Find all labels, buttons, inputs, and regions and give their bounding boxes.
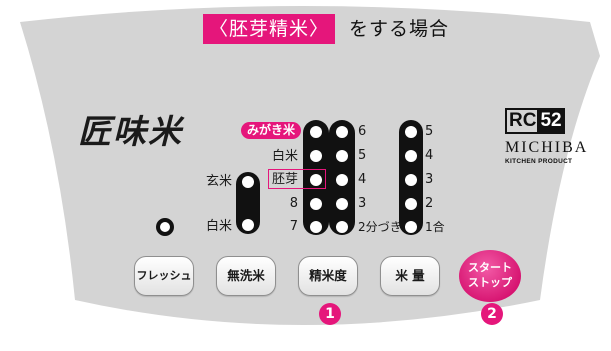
indicator-led bbox=[336, 221, 348, 233]
stop-label: ストップ bbox=[468, 276, 512, 289]
start-label: スタート bbox=[468, 261, 512, 274]
indicator-led bbox=[405, 174, 417, 186]
level-label: 8 bbox=[289, 196, 298, 211]
label-genmai: 玄米 bbox=[206, 174, 233, 189]
indicator-led bbox=[336, 126, 348, 138]
level-label: 2 bbox=[425, 196, 434, 211]
level-label: 6 bbox=[358, 124, 367, 139]
step-two-badge: 2 bbox=[481, 303, 503, 325]
level-label: 4 bbox=[425, 148, 434, 163]
indicator-led bbox=[405, 126, 417, 138]
indicator-led bbox=[242, 219, 254, 231]
level-label: 2分づき bbox=[358, 220, 402, 234]
level-label: 3 bbox=[358, 196, 367, 211]
seimaido-button[interactable]: 精米度 bbox=[298, 256, 358, 296]
indicator-led bbox=[405, 150, 417, 162]
indicator-led bbox=[405, 198, 417, 210]
indicator-led bbox=[336, 150, 348, 162]
indicator-led bbox=[405, 221, 417, 233]
indicator-led bbox=[310, 174, 322, 186]
model-rc: RC bbox=[505, 108, 541, 134]
indicator-led bbox=[336, 174, 348, 186]
level-label: 白米 bbox=[271, 149, 298, 164]
level-label: 胚芽 bbox=[271, 172, 298, 187]
fresh-button[interactable]: フレッシュ bbox=[134, 256, 194, 296]
level-label: 5 bbox=[358, 148, 367, 163]
indicator-led bbox=[336, 198, 348, 210]
indicator-led bbox=[310, 221, 322, 233]
reservation-indicator-icon bbox=[156, 218, 174, 236]
rice-amount-button[interactable]: 米 量 bbox=[380, 256, 440, 296]
maker-tagline: KITCHEN PRODUCT bbox=[505, 158, 573, 165]
level-label: 1合 bbox=[425, 220, 445, 234]
start-stop-button[interactable]: スタート ストップ bbox=[459, 250, 521, 302]
brand-logo: 匠味米 bbox=[78, 112, 183, 151]
indicator-led bbox=[310, 150, 322, 162]
indicator-led bbox=[242, 176, 254, 188]
selected-mode-highlight bbox=[268, 169, 326, 189]
level-label: 7 bbox=[289, 219, 298, 234]
step-one-badge: 1 bbox=[319, 303, 341, 325]
model-number: 52 bbox=[537, 108, 565, 134]
level-label: 3 bbox=[425, 172, 434, 187]
header-highlight: 〈胚芽精米〉 bbox=[203, 14, 336, 44]
level-label: 5 bbox=[425, 124, 434, 139]
migaki-badge: みがき米 bbox=[241, 122, 302, 139]
maker-name: MICHIBA bbox=[505, 139, 589, 156]
indicator-led bbox=[310, 126, 322, 138]
indicator-led bbox=[310, 198, 322, 210]
header-suffix: をする場合 bbox=[349, 18, 450, 40]
label-hakumai-left: 白米 bbox=[206, 219, 233, 234]
musenmai-button[interactable]: 無洗米 bbox=[216, 256, 276, 296]
level-label: 4 bbox=[358, 172, 367, 187]
